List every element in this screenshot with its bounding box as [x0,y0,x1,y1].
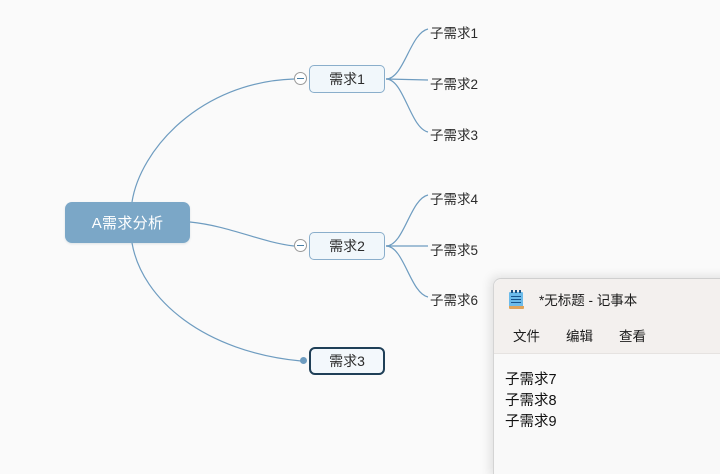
edge-root-to-req1 [131,78,295,203]
notepad-text-line-3: 子需求9 [505,414,557,430]
notepad-title-text: *无标题 - 记事本 [539,293,638,308]
mindmap-branch-node-req1[interactable]: 需求1 [309,65,385,93]
edge-endpoint-dot-req3 [300,357,307,364]
edge-root-to-req2 [189,221,295,247]
mindmap-root-label: A需求分析 [91,215,164,232]
mindmap-leaf-node-2[interactable]: 子需求2 [430,77,479,92]
notepad-text-line-1: 子需求7 [505,372,557,388]
menu-item-file[interactable]: 文件 [513,329,540,344]
edge-req1-to-child1 [385,28,429,80]
menu-item-view[interactable]: 查看 [619,329,646,344]
edge-req2-to-child4 [385,194,429,247]
notepad-window[interactable]: *无标题 - 记事本 文件 编辑 查看 子需求7 子需求8 子需求9 [493,278,720,474]
mindmap-branch-node-req2[interactable]: 需求2 [309,232,385,260]
notepad-text-line-2: 子需求8 [505,393,557,409]
notepad-text-area[interactable]: 子需求7 子需求8 子需求9 [494,354,720,474]
mindmap-branch-label-req1: 需求1 [329,71,365,87]
mindmap-branch-label-req2: 需求2 [329,238,365,254]
edge-root-to-req3 [131,242,302,362]
mindmap-leaf-node-3[interactable]: 子需求3 [430,128,479,143]
mindmap-leaf-node-1[interactable]: 子需求1 [430,26,479,41]
collapse-minus-icon-req2[interactable] [294,239,307,252]
edge-req1-to-child2 [385,78,429,81]
mindmap-leaf-node-5[interactable]: 子需求5 [430,243,479,258]
edge-req1-to-child3 [385,78,429,133]
mindmap-branch-node-req3[interactable]: 需求3 [309,347,385,375]
notepad-titlebar[interactable]: *无标题 - 记事本 [494,279,720,319]
collapse-minus-icon-req1[interactable] [294,72,307,85]
notepad-menubar: 文件 编辑 查看 [494,319,720,351]
notepad-icon [507,289,525,309]
edge-req2-to-child6 [385,245,429,298]
mindmap-root-node[interactable]: A需求分析 [65,202,190,243]
menu-item-edit[interactable]: 编辑 [566,329,593,344]
mindmap-leaf-node-4[interactable]: 子需求4 [430,192,479,207]
notepad-chrome: *无标题 - 记事本 文件 编辑 查看 [494,279,720,354]
mindmap-leaf-node-6[interactable]: 子需求6 [430,293,479,308]
mindmap-branch-label-req3: 需求3 [329,353,365,369]
